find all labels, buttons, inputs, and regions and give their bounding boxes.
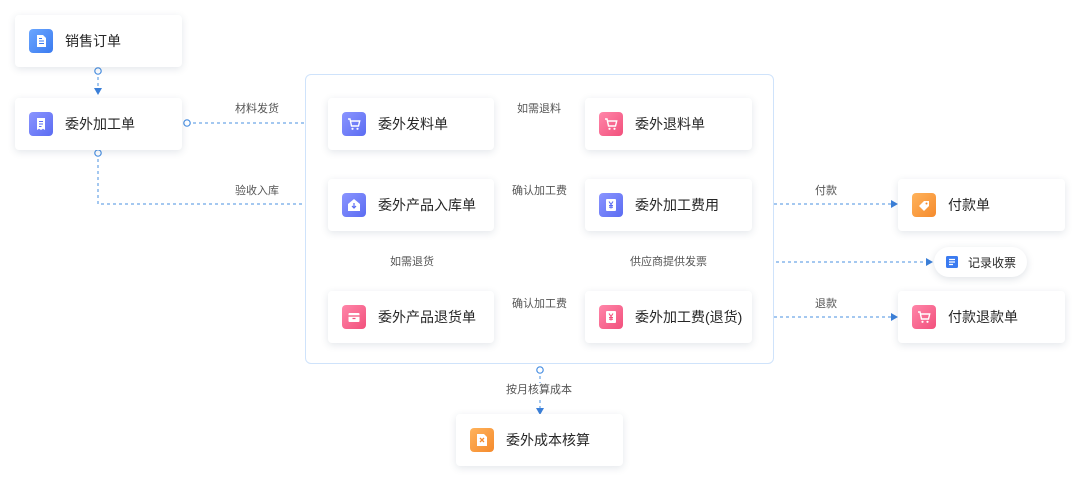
edge-label-pay: 付款 bbox=[813, 184, 839, 198]
node-label: 委外发料单 bbox=[378, 116, 448, 132]
node-payment[interactable]: 付款单 bbox=[898, 179, 1065, 231]
node-outsource-issue[interactable]: 委外发料单 bbox=[328, 98, 494, 150]
edge-label-confirm-fee-2: 确认加工费 bbox=[510, 297, 569, 311]
cart-icon bbox=[342, 112, 366, 136]
cart-refund-icon bbox=[912, 305, 936, 329]
node-processing-fee-return[interactable]: 委外加工费(退货) bbox=[585, 291, 752, 343]
node-product-return[interactable]: 委外产品退货单 bbox=[328, 291, 494, 343]
payment-icon bbox=[912, 193, 936, 217]
edge-label-material-issue: 材料发货 bbox=[233, 102, 281, 116]
port bbox=[94, 149, 102, 157]
yen-fee-icon bbox=[599, 193, 623, 217]
node-processing-fee[interactable]: 委外加工费用 bbox=[585, 179, 752, 231]
cost-icon bbox=[470, 428, 494, 452]
node-label: 委外加工单 bbox=[65, 116, 135, 132]
node-label: 委外产品退货单 bbox=[378, 309, 476, 325]
edge-label-inspection-receipt: 验收入库 bbox=[233, 184, 281, 198]
edge-inspection-receipt bbox=[97, 153, 327, 208]
return-box-icon bbox=[342, 305, 366, 329]
receipt-icon bbox=[29, 112, 53, 136]
warehouse-icon bbox=[342, 193, 366, 217]
node-sales-order[interactable]: 销售订单 bbox=[15, 15, 182, 67]
node-label: 付款退款单 bbox=[948, 309, 1018, 325]
node-refund[interactable]: 付款退款单 bbox=[898, 291, 1065, 343]
document-icon bbox=[29, 29, 53, 53]
edge-label-confirm-fee-1: 确认加工费 bbox=[510, 184, 569, 198]
port bbox=[94, 67, 102, 75]
cart-return-icon bbox=[599, 112, 623, 136]
edge-label-supplier-invoice: 供应商提供发票 bbox=[628, 255, 709, 269]
edge-label-monthly-cost: 按月核算成本 bbox=[504, 383, 574, 397]
node-record-invoice[interactable]: 记录收票 bbox=[934, 247, 1027, 277]
node-label: 委外退料单 bbox=[635, 116, 705, 132]
node-label: 委外产品入库单 bbox=[378, 197, 476, 213]
port bbox=[183, 119, 191, 127]
node-cost-accounting[interactable]: 委外成本核算 bbox=[456, 414, 623, 466]
node-label: 付款单 bbox=[948, 197, 990, 213]
node-label: 销售订单 bbox=[65, 33, 121, 49]
edge-label-refund: 退款 bbox=[813, 297, 839, 311]
node-outsource-return-material[interactable]: 委外退料单 bbox=[585, 98, 752, 150]
node-outsource-order[interactable]: 委外加工单 bbox=[15, 98, 182, 150]
yen-fee-icon bbox=[599, 305, 623, 329]
node-label: 委外加工费用 bbox=[635, 197, 719, 213]
node-label: 记录收票 bbox=[968, 255, 1017, 270]
edge-label-if-return-material: 如需退料 bbox=[515, 102, 563, 116]
port bbox=[536, 366, 544, 374]
edge-label-if-return-goods: 如需退货 bbox=[388, 255, 436, 269]
node-outsource-receipt[interactable]: 委外产品入库单 bbox=[328, 179, 494, 231]
node-label: 委外加工费(退货) bbox=[635, 309, 743, 325]
invoice-list-icon bbox=[944, 254, 960, 270]
node-label: 委外成本核算 bbox=[506, 432, 590, 448]
